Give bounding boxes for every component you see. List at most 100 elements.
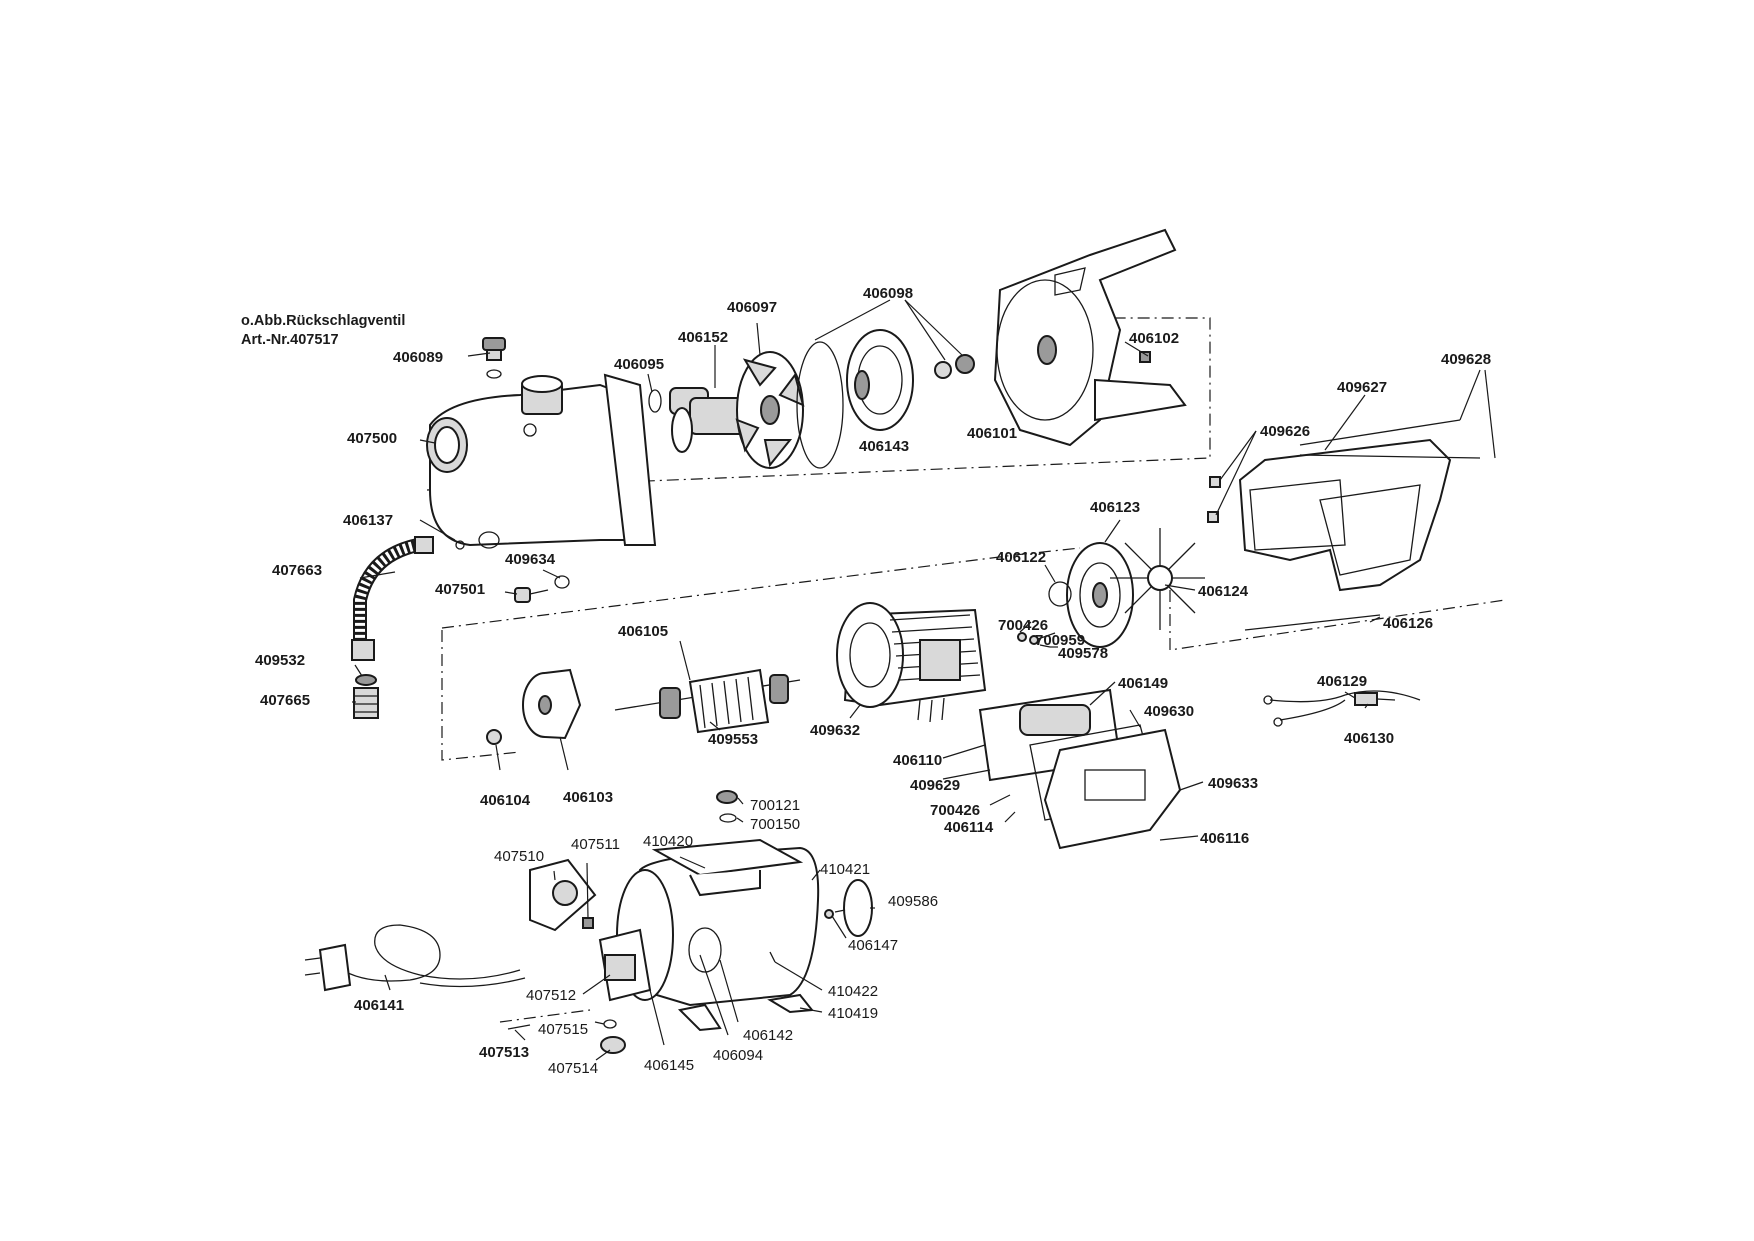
part-407514-nut bbox=[600, 1036, 626, 1054]
label-410422: 410422 bbox=[828, 983, 878, 1000]
part-407665-connector bbox=[353, 687, 379, 719]
label-409634: 409634 bbox=[505, 551, 556, 568]
label-409553: 409553 bbox=[708, 731, 758, 748]
label-407514: 407514 bbox=[548, 1060, 598, 1077]
part-409627-fan-cover bbox=[1238, 438, 1452, 592]
label-406126: 406126 bbox=[1383, 615, 1433, 632]
note-line-2: Art.-Nr.407517 bbox=[241, 332, 339, 348]
note-line-1: o.Abb.Rückschlagventil bbox=[241, 313, 405, 329]
motor-icon bbox=[836, 602, 987, 723]
part-406152-diffuser bbox=[669, 387, 751, 453]
label-409633: 409633 bbox=[1208, 775, 1258, 792]
label-410420: 410420 bbox=[643, 833, 693, 850]
label-406098: 406098 bbox=[863, 285, 913, 302]
label-407665: 407665 bbox=[260, 692, 310, 709]
label-406116: 406116 bbox=[1200, 830, 1249, 847]
label-407663: 407663 bbox=[272, 562, 322, 579]
label-406142: 406142 bbox=[743, 1027, 793, 1044]
part-409633-cover bbox=[1043, 728, 1182, 850]
label-406147: 406147 bbox=[848, 937, 898, 954]
label-409630: 409630 bbox=[1144, 703, 1194, 720]
label-406102: 406102 bbox=[1129, 330, 1179, 347]
label-406152: 406152 bbox=[678, 329, 728, 346]
label-700150: 700150 bbox=[750, 816, 800, 833]
label-700426-a: 700426 bbox=[998, 617, 1048, 634]
label-407511: 407511 bbox=[571, 836, 620, 853]
label-406130: 406130 bbox=[1344, 730, 1394, 747]
pressure-tank-icon bbox=[616, 838, 820, 1032]
impeller-icon bbox=[735, 351, 805, 469]
label-406097: 406097 bbox=[727, 299, 777, 316]
label-410419: 410419 bbox=[828, 1005, 878, 1022]
part-409634-washer bbox=[554, 575, 570, 589]
label-406145: 406145 bbox=[644, 1057, 694, 1074]
label-406105: 406105 bbox=[618, 623, 668, 640]
part-409578-screws bbox=[1017, 632, 1051, 648]
part-409626-sleeves bbox=[1207, 476, 1221, 523]
part-406137-washer bbox=[455, 540, 465, 550]
part-410422-screw bbox=[769, 951, 776, 963]
part-406103-bearing bbox=[522, 668, 582, 740]
label-406122: 406122 bbox=[996, 549, 1046, 566]
part-406126-rod bbox=[1244, 614, 1381, 631]
part-406102-nut bbox=[1139, 351, 1151, 363]
part-407663-hose bbox=[351, 536, 434, 661]
label-406149: 406149 bbox=[1118, 675, 1168, 692]
part-407515-washer bbox=[603, 1019, 617, 1029]
label-407515: 407515 bbox=[538, 1021, 588, 1038]
label-409632: 409632 bbox=[810, 722, 860, 739]
part-406104-washer bbox=[486, 729, 502, 745]
label-406110: 406110 bbox=[893, 752, 942, 769]
part-407510-switch bbox=[529, 858, 597, 932]
label-406103: 406103 bbox=[563, 789, 613, 806]
label-406141: 406141 bbox=[354, 997, 404, 1014]
part-409586-gauge bbox=[834, 879, 873, 937]
label-406137: 406137 bbox=[343, 512, 393, 529]
label-407513: 407513 bbox=[479, 1044, 529, 1061]
label-406094: 406094 bbox=[713, 1047, 763, 1064]
part-700150-washer bbox=[719, 813, 737, 823]
leader-lines bbox=[352, 299, 1496, 1061]
part-407512-bracket bbox=[598, 928, 652, 1002]
label-406124: 406124 bbox=[1198, 583, 1249, 600]
label-409626: 409626 bbox=[1260, 423, 1310, 440]
label-700959: 700959 bbox=[1035, 632, 1085, 649]
label-406089: 406089 bbox=[393, 349, 443, 366]
part-406124-fan bbox=[1110, 528, 1205, 630]
label-409578: 409578 bbox=[1058, 645, 1108, 662]
part-409532-ring bbox=[355, 674, 377, 686]
part-407501-screw bbox=[514, 587, 549, 603]
label-406095: 406095 bbox=[614, 356, 664, 373]
part-406122-oring bbox=[1048, 581, 1072, 607]
label-409629: 409629 bbox=[910, 777, 960, 794]
part-409628-bolts bbox=[1299, 419, 1481, 459]
part-406098-ring bbox=[796, 341, 844, 469]
label-409628: 409628 bbox=[1441, 351, 1491, 368]
part-407513-screw bbox=[507, 1024, 531, 1030]
label-407500: 407500 bbox=[347, 430, 397, 447]
label-409532: 409532 bbox=[255, 652, 305, 669]
label-406129: 406129 bbox=[1317, 673, 1367, 690]
label-407512: 407512 bbox=[526, 987, 576, 1004]
part-407511-screw bbox=[582, 917, 594, 929]
label-409586: 409586 bbox=[888, 893, 938, 910]
label-700426-b: 700426 bbox=[930, 802, 980, 819]
part-406095-oring bbox=[648, 389, 662, 413]
label-406104: 406104 bbox=[480, 792, 531, 809]
part-406098-seal-a bbox=[934, 361, 952, 379]
part-406105-rotor bbox=[614, 668, 801, 734]
label-409627: 409627 bbox=[1337, 379, 1387, 396]
label-406101: 406101 bbox=[967, 425, 1017, 442]
part-406101-flange bbox=[993, 228, 1187, 447]
label-406143: 406143 bbox=[859, 438, 909, 455]
label-406123: 406123 bbox=[1090, 499, 1140, 516]
label-410421: 410421 bbox=[820, 861, 870, 878]
part-406147-seal bbox=[824, 909, 834, 919]
pump-housing-icon bbox=[426, 373, 657, 549]
label-406114: 406114 bbox=[944, 819, 994, 836]
part-406089-plug bbox=[482, 337, 506, 379]
part-406123-shield bbox=[1066, 542, 1134, 648]
power-plug-icon bbox=[304, 924, 526, 992]
part-406098-seal-b bbox=[955, 354, 975, 374]
